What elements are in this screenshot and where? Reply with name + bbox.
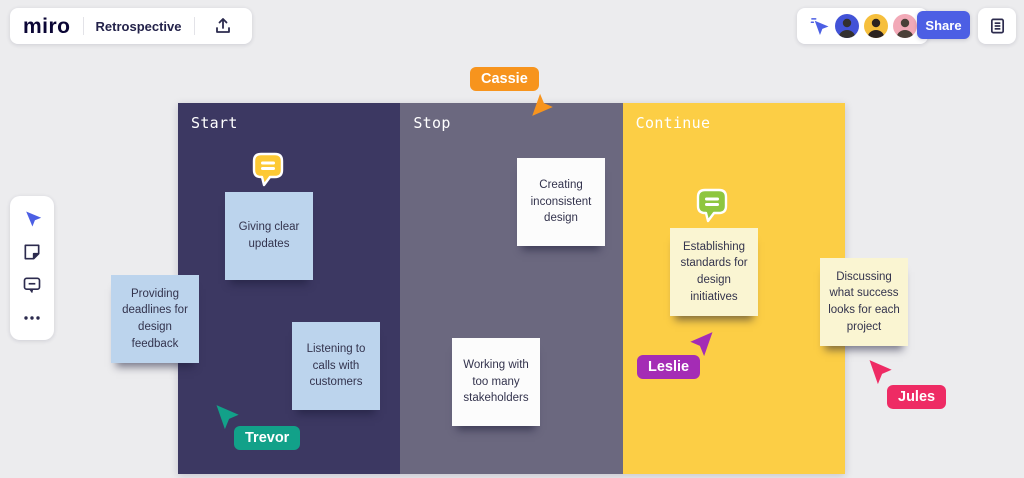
app-header-card: miro Retrospective [10, 8, 252, 44]
sticky-note-text: Creating inconsistent design [530, 178, 592, 225]
comment-pin-yellow-icon[interactable] [251, 151, 285, 192]
avatar-collaborator-2[interactable] [864, 14, 888, 38]
column-continue-title: Continue [635, 114, 711, 132]
retrospective-frame: Start Stop Continue [178, 103, 845, 474]
sticky-note-text: Providing deadlines for design feedback [122, 287, 188, 350]
avatar-collaborator-3[interactable] [893, 14, 917, 38]
jules-cursor-label: Jules [887, 385, 947, 409]
sticky-note-text: Listening to calls with customers [306, 342, 366, 389]
sticky-note-listening-to-calls[interactable]: Listening to calls with customers [292, 322, 380, 410]
tools-sidebar [10, 196, 54, 340]
header-divider [193, 17, 195, 35]
sticky-note-establishing-standards[interactable]: Establishing standards for design initia… [670, 228, 758, 316]
share-button[interactable]: Share [917, 11, 970, 39]
board-title[interactable]: Retrospective [95, 18, 182, 34]
cassie-cursor-label: Cassie [470, 67, 539, 91]
sticky-note-tool-icon[interactable] [16, 238, 48, 266]
follow-cursor-icon[interactable] [808, 12, 830, 40]
export-icon[interactable] [207, 12, 239, 40]
select-tool-icon[interactable] [16, 205, 48, 233]
more-tools-icon[interactable] [16, 304, 48, 332]
sticky-note-text: Giving clear updates [238, 221, 300, 250]
miro-logo[interactable]: miro [23, 14, 71, 38]
comment-tool-icon[interactable] [16, 271, 48, 299]
trevor-cursor-label: Trevor [234, 426, 301, 450]
column-start[interactable]: Start [178, 103, 401, 474]
avatar-collaborator-1[interactable] [835, 14, 859, 38]
sticky-note-text: Discussing what success looks for each p… [828, 270, 900, 333]
board-notes-card [978, 8, 1016, 44]
sticky-note-text: Establishing standards for design initia… [680, 240, 748, 303]
sticky-note-providing-deadlines[interactable]: Providing deadlines for design feedback [111, 275, 199, 363]
leslie-cursor-label: Leslie [637, 355, 701, 379]
column-start-title: Start [191, 114, 238, 132]
comment-pin-green-icon[interactable] [695, 187, 729, 228]
sticky-note-giving-clear-updates[interactable]: Giving clear updates [225, 192, 313, 280]
collaborators-card [797, 8, 928, 44]
sticky-note-creating-inconsistent-design[interactable]: Creating inconsistent design [517, 158, 605, 246]
notes-panel-icon[interactable] [981, 12, 1013, 40]
sticky-note-discussing-success[interactable]: Discussing what success looks for each p… [820, 258, 908, 346]
column-stop-title: Stop [413, 114, 451, 132]
sticky-note-too-many-stakeholders[interactable]: Working with too many stakeholders [452, 338, 540, 426]
sticky-note-text: Working with too many stakeholders [463, 358, 529, 405]
header-divider [82, 17, 84, 35]
